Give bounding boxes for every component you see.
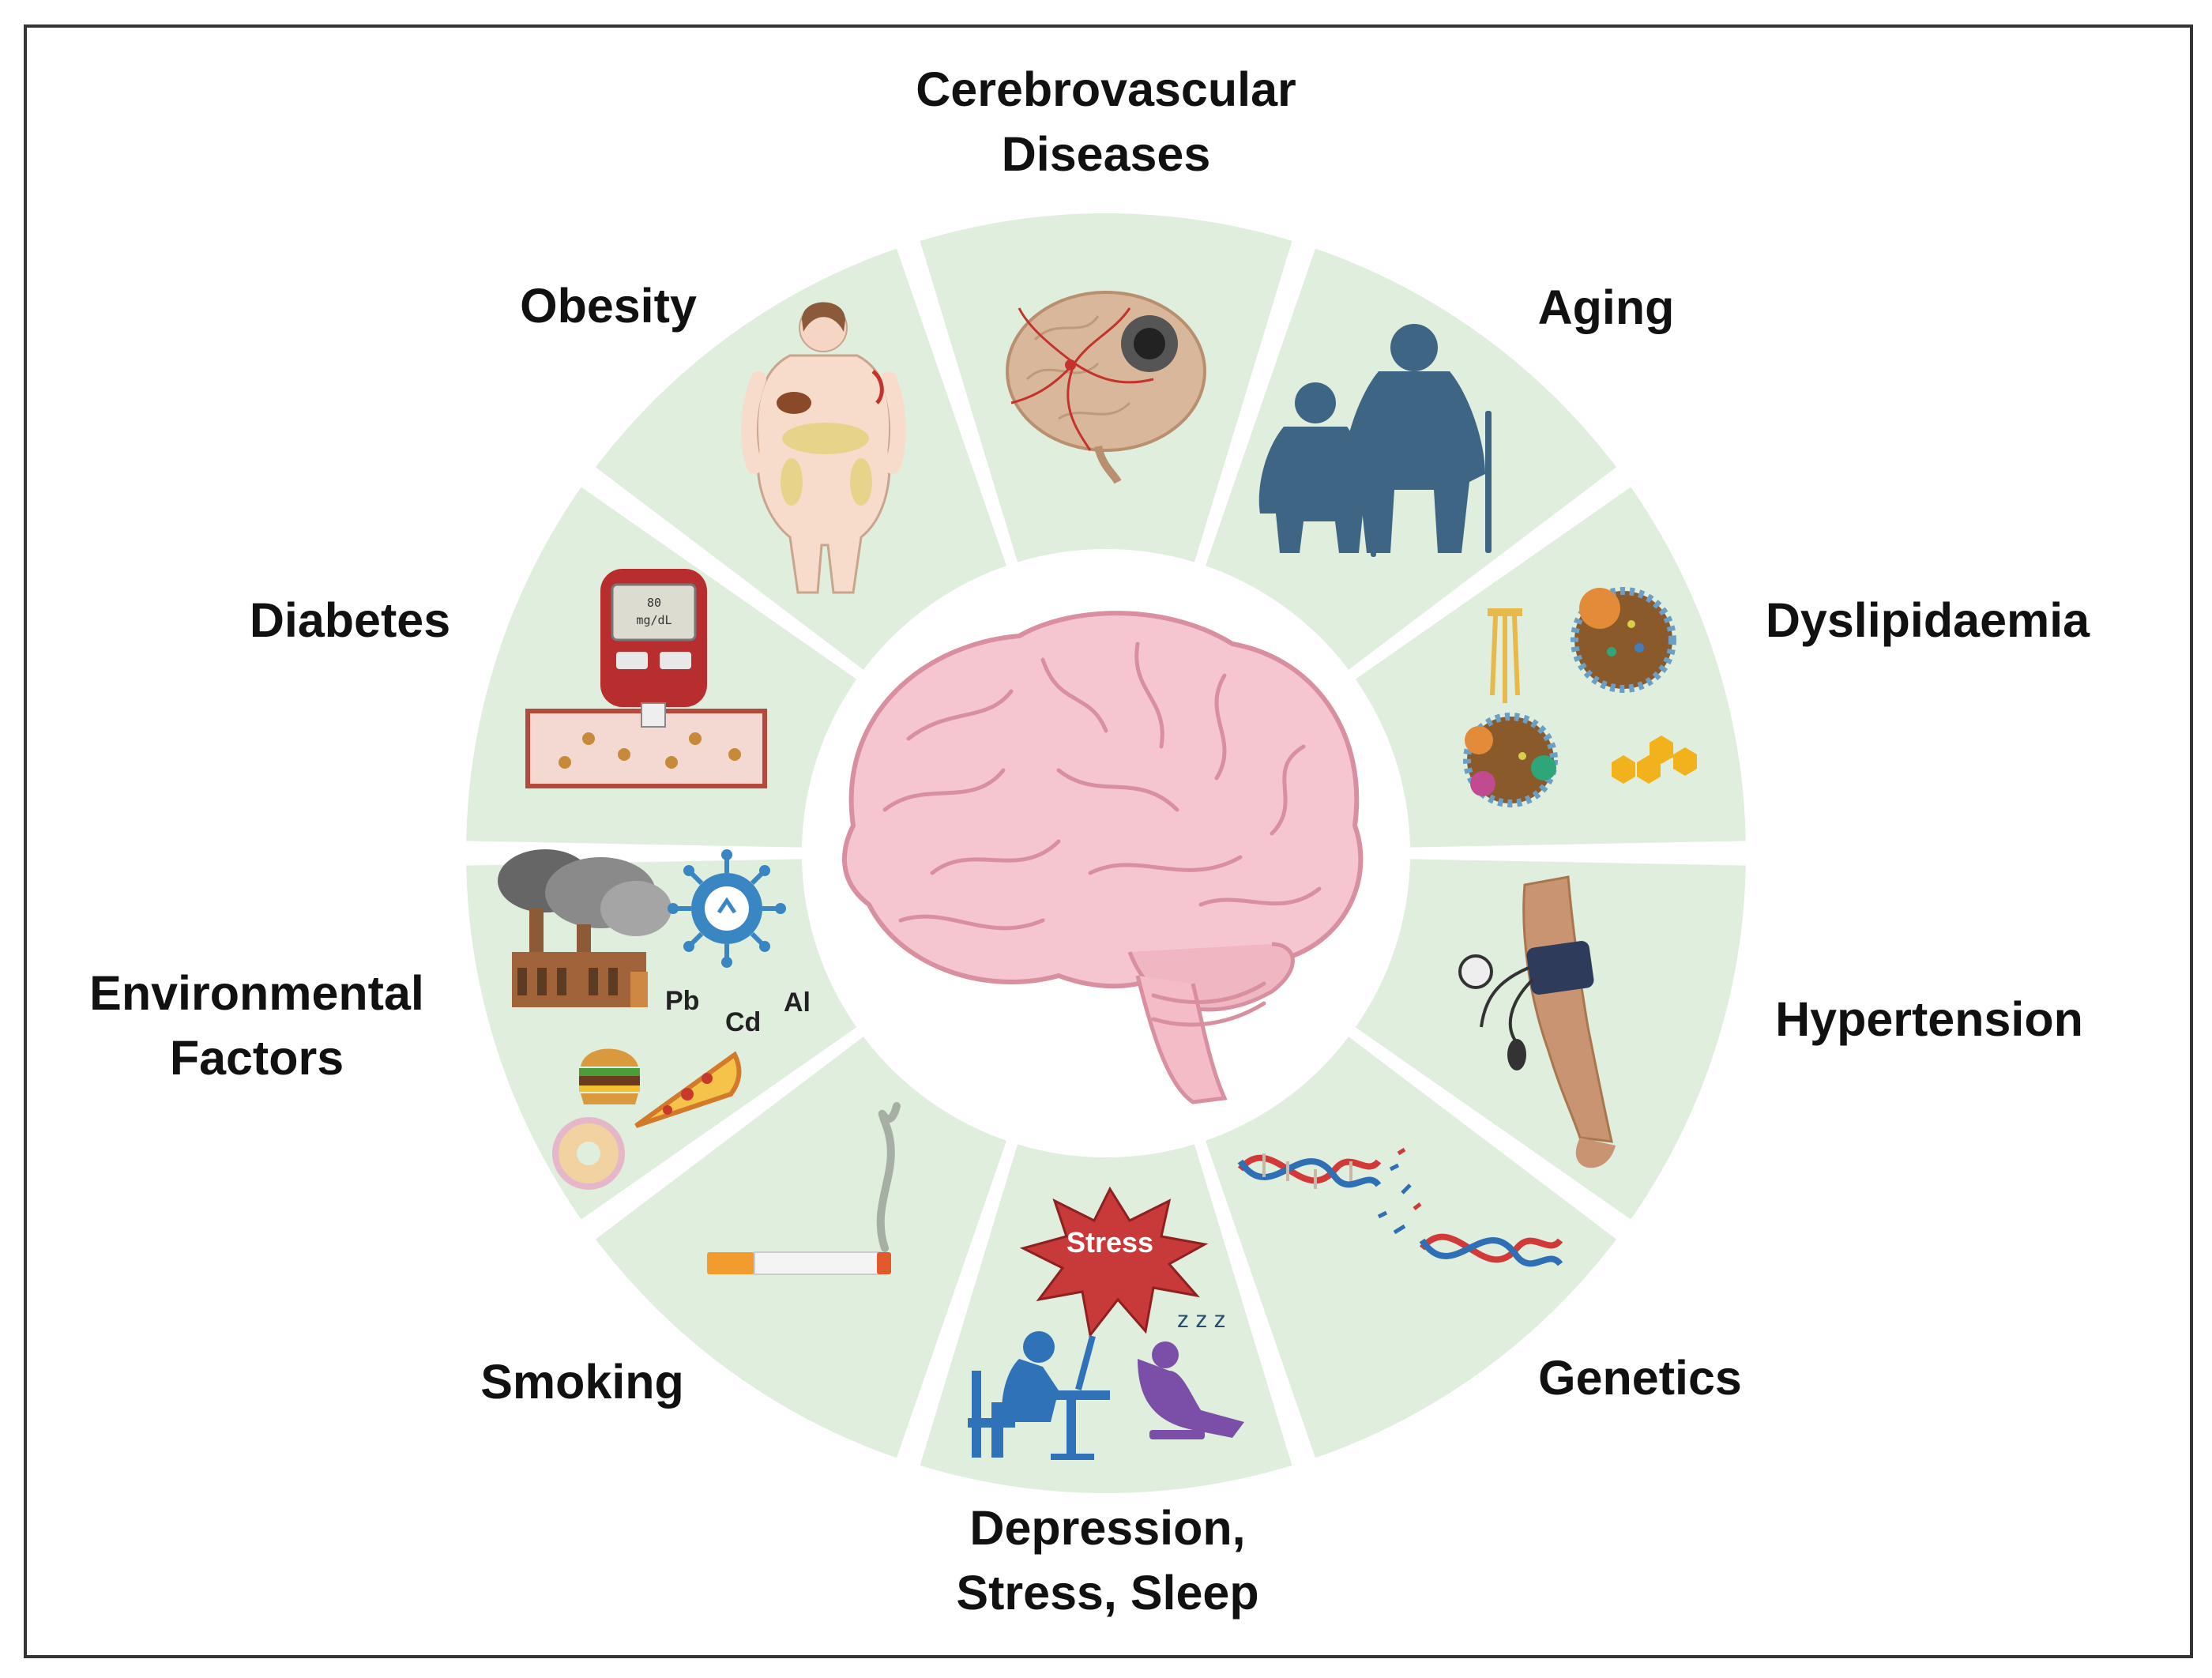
label-depression-line2: Stress, Sleep — [956, 1566, 1258, 1620]
sleep-zs: z z z — [1177, 1307, 1226, 1333]
segment-genetics — [1205, 1037, 1617, 1458]
segment-ring — [466, 213, 1746, 1494]
glucometer-unit: mg/dL — [636, 613, 672, 627]
label-depression-line1: Depression, — [969, 1501, 1245, 1555]
label-cerebrovascular-line2: Diseases — [1002, 127, 1211, 181]
factory-virus-food-icon: Pb Cd Al — [498, 849, 811, 1190]
brain-icon — [841, 611, 1364, 1104]
metal-pb: Pb — [665, 986, 699, 1016]
label-genetics: Genetics — [1538, 1351, 1742, 1405]
segment-smoking — [595, 1037, 1007, 1458]
segment-labels: Cerebrovascular Diseases Aging Dyslipida… — [89, 62, 2090, 1620]
dna-icon — [1237, 1147, 1563, 1267]
label-aging: Aging — [1538, 280, 1675, 334]
blood-pressure-cuff-icon — [1458, 875, 1616, 1168]
metal-cd: Cd — [725, 1007, 761, 1037]
stress-sleep-icon: Stress z z z — [968, 1186, 1244, 1460]
glucometer-value: 80 — [647, 596, 661, 610]
label-obesity: Obesity — [520, 279, 697, 333]
label-environmental-line2: Factors — [170, 1031, 344, 1085]
label-environmental-line1: Environmental — [89, 966, 424, 1020]
brain-lesion-icon — [1006, 291, 1206, 484]
label-dyslipidaemia: Dyslipidaemia — [1766, 593, 2090, 647]
stress-word: Stress — [1066, 1226, 1153, 1258]
glucometer-icon: 80 mg/dL — [525, 569, 767, 788]
obese-person-icon — [741, 302, 906, 594]
elderly-couple-icon — [1258, 324, 1492, 557]
metal-al: Al — [784, 988, 811, 1018]
label-diabetes: Diabetes — [250, 593, 450, 647]
label-smoking: Smoking — [480, 1355, 684, 1409]
label-cerebrovascular-line1: Cerebrovascular — [916, 62, 1296, 116]
label-hypertension: Hypertension — [1775, 992, 2083, 1046]
cigarette-icon — [707, 1102, 901, 1275]
lipoprotein-icon — [1463, 587, 1697, 807]
